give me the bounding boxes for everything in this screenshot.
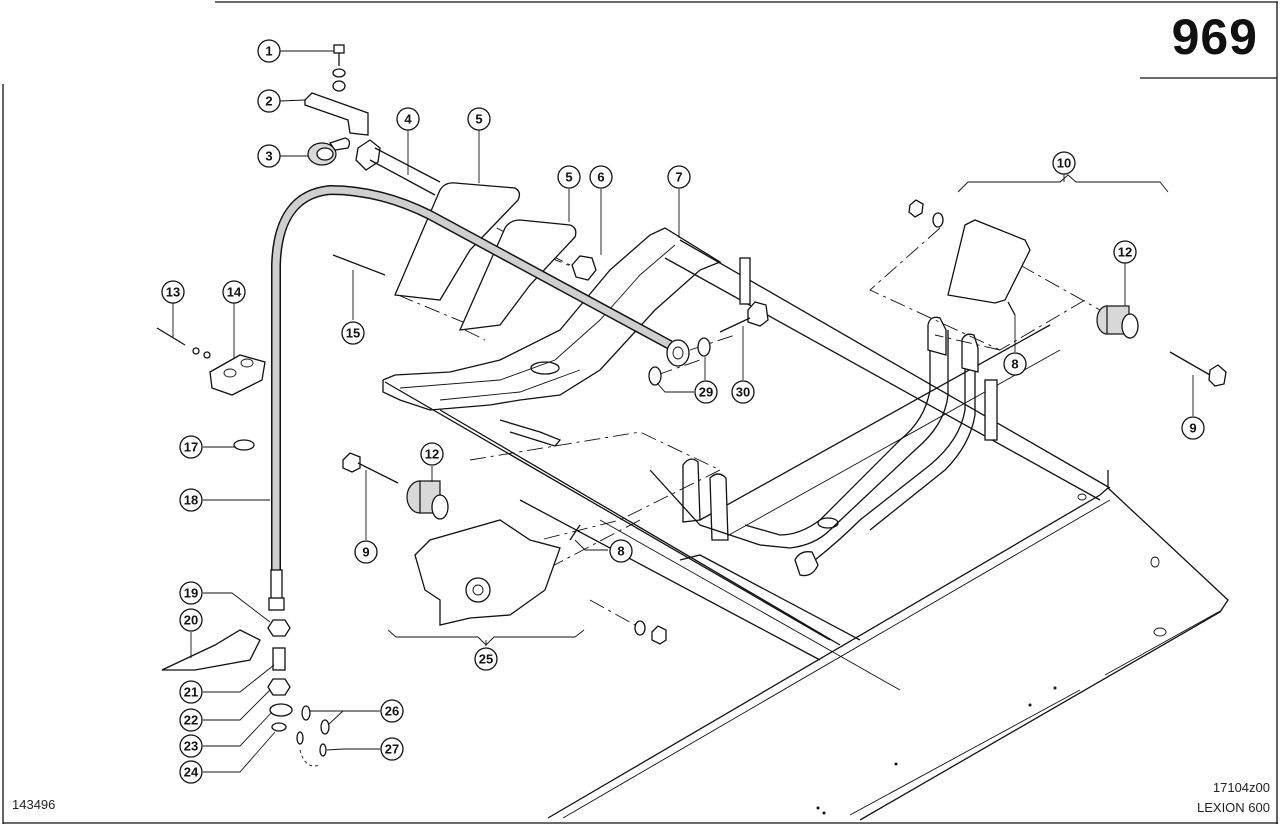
- callout-4: 4: [396, 107, 420, 131]
- callout-6: 6: [589, 165, 613, 189]
- callout-27: 27: [380, 737, 404, 761]
- callouts: 1 2 3 4 5 5 6 7 8 8 9 9 10 12 12 13 14 1…: [161, 39, 1205, 784]
- svg-text:4: 4: [404, 112, 412, 127]
- svg-text:12: 12: [425, 447, 439, 462]
- callout-17: 17: [179, 435, 203, 459]
- svg-text:19: 19: [184, 586, 198, 601]
- svg-text:5: 5: [565, 170, 572, 185]
- callout-5a: 5: [467, 107, 491, 131]
- callout-24: 24: [179, 760, 203, 784]
- small-parts: [156, 44, 1227, 757]
- svg-text:21: 21: [184, 685, 198, 700]
- callout-20: 20: [179, 608, 203, 632]
- mounting-plates: [394, 182, 577, 331]
- svg-text:27: 27: [385, 742, 399, 757]
- callout-23: 23: [179, 734, 203, 758]
- svg-text:1: 1: [265, 44, 272, 59]
- page-number: 969: [1171, 9, 1258, 65]
- drawing-code: 17104z00: [1212, 780, 1270, 795]
- callout-22: 22: [179, 708, 203, 732]
- svg-text:6: 6: [597, 170, 604, 185]
- svg-text:5: 5: [475, 112, 482, 127]
- svg-text:24: 24: [184, 765, 199, 780]
- callout-18: 18: [179, 488, 203, 512]
- svg-text:12: 12: [1118, 245, 1132, 260]
- callout-5b: 5: [557, 165, 581, 189]
- callout-14: 14: [222, 280, 246, 304]
- callout-29: 29: [694, 380, 718, 404]
- svg-text:22: 22: [184, 713, 198, 728]
- callout-9-left: 9: [354, 540, 378, 564]
- callout-10: 10: [1052, 151, 1076, 175]
- callout-26: 26: [380, 699, 404, 723]
- callout-3: 3: [257, 144, 281, 168]
- callout-30: 30: [731, 380, 755, 404]
- callout-9-right: 9: [1181, 416, 1205, 440]
- callout-21: 21: [179, 680, 203, 704]
- svg-text:2: 2: [265, 94, 272, 109]
- callout-12-right: 12: [1113, 240, 1137, 264]
- svg-text:17: 17: [184, 440, 198, 455]
- callout-7: 7: [667, 165, 691, 189]
- front-frame-part-7: [382, 227, 751, 447]
- svg-text:20: 20: [184, 613, 198, 628]
- model-name: LEXION 600: [1197, 800, 1270, 815]
- callout-19: 19: [179, 581, 203, 605]
- svg-text:9: 9: [362, 545, 369, 560]
- svg-text:15: 15: [346, 326, 360, 341]
- svg-text:23: 23: [184, 739, 198, 754]
- svg-text:29: 29: [699, 385, 713, 400]
- callout-13: 13: [161, 280, 185, 304]
- callout-12-left: 12: [420, 442, 444, 466]
- callout-25: 25: [474, 647, 498, 671]
- leader-lines: [172, 50, 1194, 773]
- callout-15: 15: [341, 321, 365, 345]
- svg-text:8: 8: [1011, 357, 1018, 372]
- document-id: 143496: [12, 797, 56, 812]
- callout-8-lower: 8: [609, 539, 633, 563]
- chassis-frame: [384, 239, 1229, 821]
- svg-text:9: 9: [1189, 421, 1196, 436]
- hose-part-18: [268, 184, 690, 611]
- callout-1: 1: [257, 39, 281, 63]
- callout-8-upper: 8: [1003, 352, 1027, 376]
- rear-u-frame: [649, 316, 998, 577]
- svg-text:18: 18: [184, 493, 198, 508]
- svg-text:3: 3: [265, 149, 272, 164]
- svg-text:25: 25: [479, 652, 493, 667]
- svg-text:14: 14: [227, 285, 242, 300]
- svg-text:13: 13: [166, 285, 180, 300]
- svg-text:10: 10: [1057, 156, 1071, 171]
- svg-text:30: 30: [736, 385, 750, 400]
- svg-text:7: 7: [675, 170, 682, 185]
- svg-text:8: 8: [617, 544, 624, 559]
- svg-text:26: 26: [385, 704, 399, 719]
- callout-2: 2: [257, 89, 281, 113]
